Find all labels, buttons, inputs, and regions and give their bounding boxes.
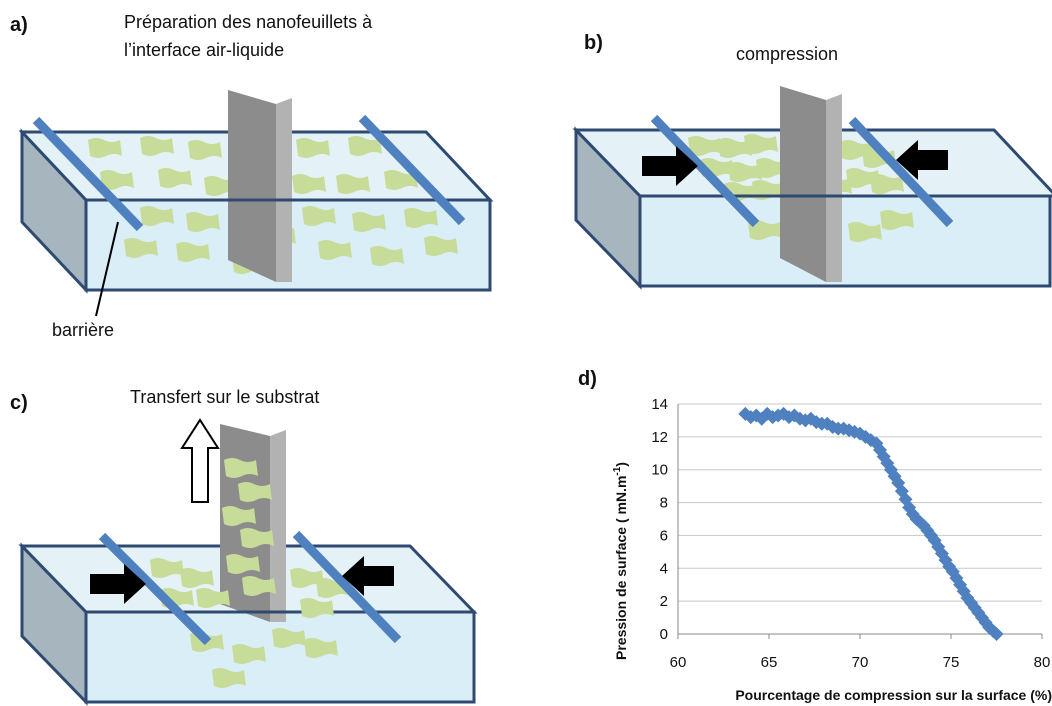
panel-c-label: c) <box>10 392 28 414</box>
y-tick-label: 10 <box>651 462 668 479</box>
x-tick-label: 70 <box>852 654 869 671</box>
x-tick-label: 75 <box>943 654 960 671</box>
x-axis-title: Pourcentage de compression sur la surfac… <box>735 687 1052 703</box>
panel-c-barrier-left <box>98 532 212 646</box>
x-tick-label: 80 <box>1034 654 1051 671</box>
panel-a-caption-line1: Préparation des nanofeuillets à <box>124 12 373 32</box>
panel-b-substrate <box>780 86 842 282</box>
x-tick-label: 60 <box>670 654 687 671</box>
y-tick-label: 12 <box>651 429 668 446</box>
chart-gridlines <box>678 403 1042 602</box>
y-tick-label: 6 <box>660 527 668 544</box>
panel-b-barrier-left <box>650 114 760 228</box>
panel-c-arrow-left-icon <box>342 556 394 596</box>
x-tick-labels: 60 65 70 75 80 <box>670 634 1051 671</box>
y-tick-label: 4 <box>660 560 668 577</box>
panel-b-caption: compression <box>736 44 839 64</box>
panel-b-arrow-right-icon <box>642 146 698 186</box>
y-axis-title: Pression de surface ( mN.m-1) <box>612 462 629 660</box>
y-tick-label: 8 <box>660 495 668 512</box>
panel-a-barrier-right <box>358 114 466 226</box>
panel-a-label: a) <box>10 14 28 36</box>
panel-c-arrow-up-icon <box>180 418 220 503</box>
data-point <box>989 627 1004 641</box>
panel-a-barrier-left <box>32 116 144 232</box>
x-tick-label: 65 <box>761 654 778 671</box>
barrier-pointer-line <box>95 221 119 317</box>
panel-b-barrier-right <box>848 116 954 228</box>
panel-a-substrate <box>228 90 292 282</box>
y-tick-label: 2 <box>660 593 668 610</box>
surface-pressure-chart: 0 2 4 6 8 10 12 14 60 65 70 75 80 Pourcentage de co… <box>612 396 1052 703</box>
barrier-label: barrière <box>52 320 115 340</box>
panel-c-barrier-right <box>292 530 402 644</box>
y-tick-label: 0 <box>660 626 668 643</box>
y-tick-labels: 0 2 4 6 8 10 12 14 <box>651 396 668 643</box>
data-series <box>738 406 1004 641</box>
panel-a-caption-line2: l’interface air-liquide <box>124 40 285 60</box>
y-tick-label: 14 <box>651 396 668 413</box>
panel-b-arrow-left-icon <box>896 140 948 180</box>
panel-b-label: b) <box>584 32 603 54</box>
panel-d-label: d) <box>578 368 597 390</box>
panel-c-arrow-right-icon <box>90 564 146 604</box>
panel-c-caption: Transfert sur le substrat <box>130 387 320 407</box>
